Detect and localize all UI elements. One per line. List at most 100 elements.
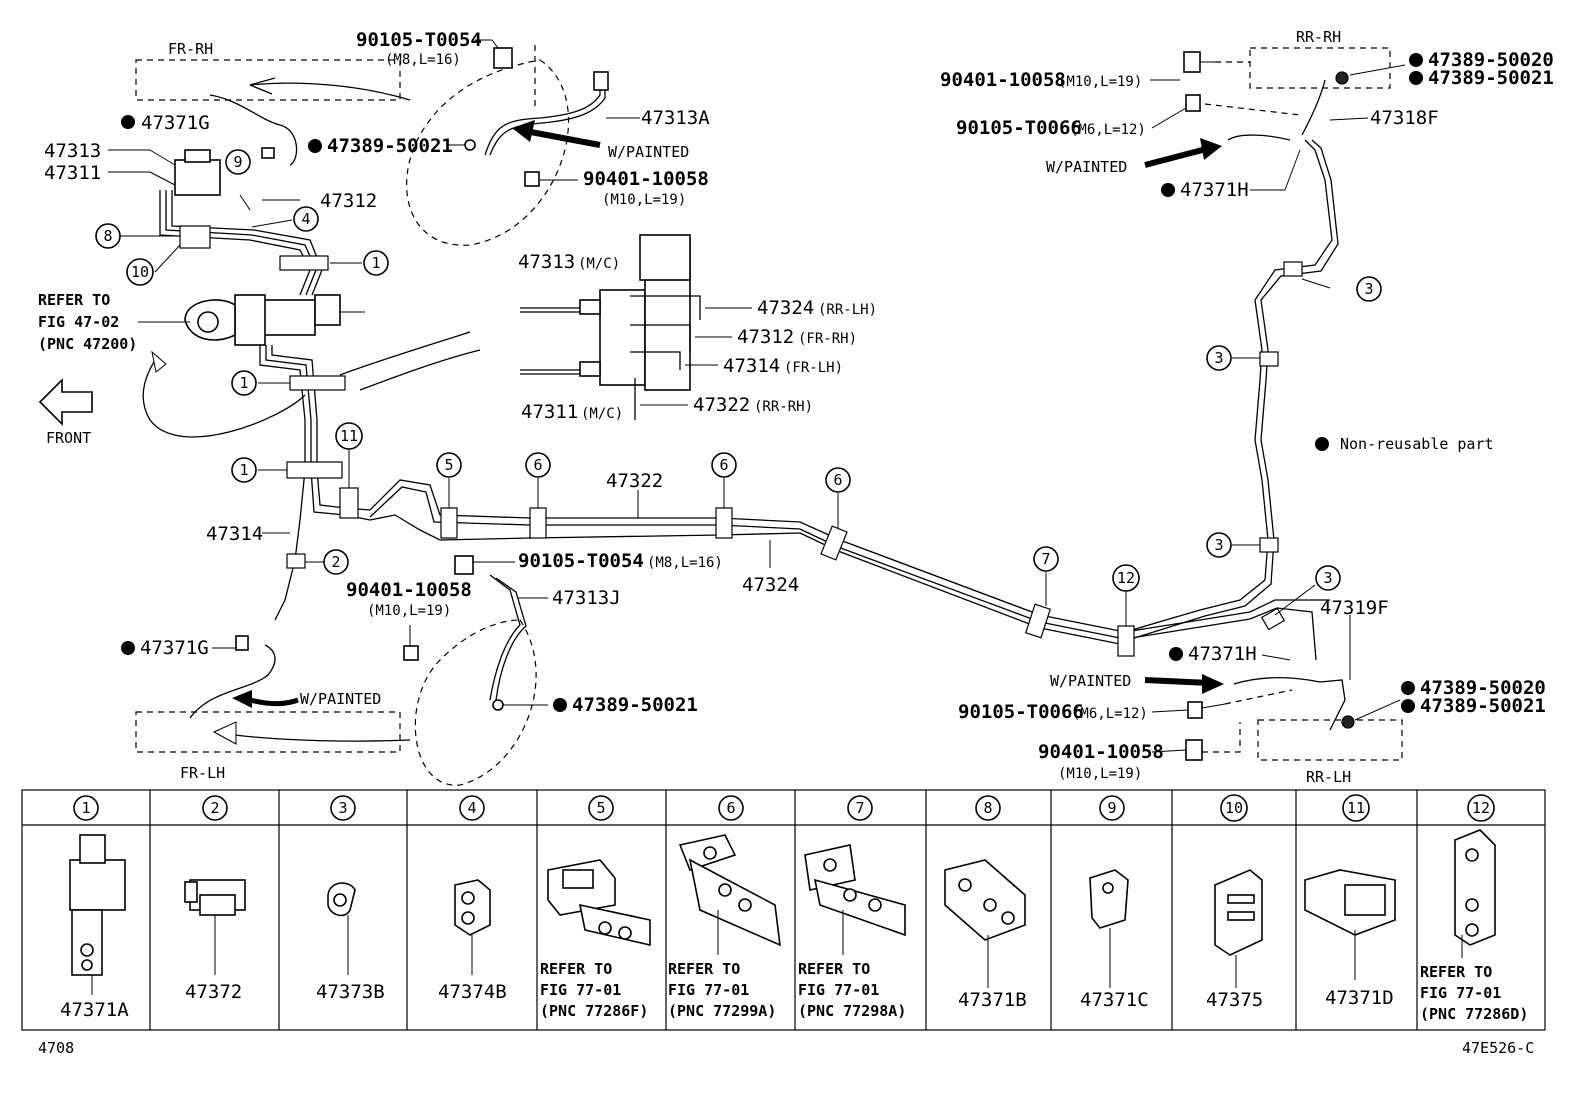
circle-num-10: 10 <box>126 258 154 286</box>
label-47314-frlh: 47314 <box>723 355 780 377</box>
circled-numbers: 1 1 1 2 3 3 3 3 4 5 6 6 6 7 8 9 10 11 12 <box>95 149 1382 592</box>
label-47389-50021-mid: 47389-50021 <box>572 694 698 716</box>
label-47311: 47311 <box>44 162 101 184</box>
svg-text:8: 8 <box>983 799 992 817</box>
circle-num-4: 4 <box>293 206 319 232</box>
label-w-painted-bot: W/PAINTED <box>300 690 381 708</box>
label-m8-l16-top: (M8,L=16) <box>385 52 461 68</box>
label-47318f: 47318F <box>1370 107 1439 129</box>
circle-num-7: 7 <box>1033 546 1059 572</box>
clip-77286d-icon <box>1454 829 1496 958</box>
circle-num-1c: 1 <box>231 457 257 483</box>
label-w-painted-rl: W/PAINTED <box>1050 672 1131 690</box>
circle-num-8: 8 <box>95 223 121 249</box>
table-part-47371a: 47371A <box>60 999 129 1021</box>
label-m6-l12-rl: (M6,L=12) <box>1072 706 1148 722</box>
circle-num-1b: 1 <box>231 370 257 396</box>
table-header-6: 6 <box>718 795 744 821</box>
circle-num-3d: 3 <box>1315 565 1341 591</box>
label-m8-l16-mid: (M8,L=16) <box>647 555 723 571</box>
label-47371g-bot: 47371G <box>140 637 209 659</box>
svg-text:3: 3 <box>338 799 347 817</box>
fr-lh-label: FR-LH <box>180 764 225 782</box>
table-part-47372: 47372 <box>185 981 242 1003</box>
label-47389-50020-rl: 47389-50020 <box>1420 677 1546 699</box>
label-90401-10058-top: 90401-10058 <box>583 168 709 190</box>
table-header-2: 2 <box>202 795 228 821</box>
svg-text:6: 6 <box>719 456 728 474</box>
rr-lh-label: RR-LH <box>1306 768 1351 786</box>
label-90105-t0054-mid: 90105-T0054 <box>518 550 644 572</box>
table-part-47371b: 47371B <box>958 989 1027 1011</box>
label-47313j: 47313J <box>552 587 621 609</box>
svg-text:6: 6 <box>533 456 542 474</box>
svg-text:1: 1 <box>239 461 248 479</box>
label-m6-l12-rr: (M6,L=12) <box>1070 122 1146 138</box>
rr-rh-region: RR-RH Non-reusable part <box>1144 28 1494 453</box>
circle-num-3c: 3 <box>1206 532 1232 558</box>
svg-text:5: 5 <box>444 456 453 474</box>
label-47371h-rl: 47371H <box>1188 643 1257 665</box>
table-ref-77286f-line2: FIG 77-01 <box>540 981 621 999</box>
label-47322: 47322 <box>606 470 663 492</box>
svg-text:7: 7 <box>855 799 864 817</box>
clip-47375-icon <box>1214 869 1263 988</box>
label-90401-10058-rr: 90401-10058 <box>940 69 1066 91</box>
label-mc-1: (M/C) <box>578 256 620 272</box>
circle-num-6c: 6 <box>825 467 851 493</box>
label-rr-rh-note: (RR-RH) <box>754 399 813 415</box>
label-mc-2: (M/C) <box>581 406 623 422</box>
svg-text:8: 8 <box>103 227 112 245</box>
circle-num-6a: 6 <box>525 452 551 478</box>
svg-text:6: 6 <box>726 799 735 817</box>
table-ref-77298a-line2: FIG 77-01 <box>798 981 879 999</box>
svg-text:6: 6 <box>833 471 842 489</box>
label-m10-l19-mid: (M10,L=19) <box>367 603 451 619</box>
svg-text:2: 2 <box>210 799 219 817</box>
callout-labels: 90105-T0054 (M8,L=16) 47313A W/PAINTED 9… <box>38 29 1554 782</box>
table-header-10: 10 <box>1220 794 1248 822</box>
clip-77298a-icon <box>804 844 906 955</box>
circle-num-12: 12 <box>1112 564 1140 592</box>
label-fr-rh-note: (FR-RH) <box>798 331 857 347</box>
circle-num-9: 9 <box>225 149 251 175</box>
svg-text:3: 3 <box>1214 349 1223 367</box>
refer-fig-47-02-line3: (PNC 47200) <box>38 335 137 353</box>
svg-text:10: 10 <box>131 263 149 281</box>
label-m10-l19-rr: (M10,L=19) <box>1058 74 1142 90</box>
table-part-47375: 47375 <box>1206 989 1263 1011</box>
svg-text:1: 1 <box>371 254 380 272</box>
label-90105-t0066-rr: 90105-T0066 <box>956 117 1082 139</box>
clip-77286f-icon <box>547 859 651 947</box>
svg-text:12: 12 <box>1117 569 1135 587</box>
rr-rh-label: RR-RH <box>1296 28 1341 46</box>
table-ref-77299a-line3: (PNC 77299A) <box>668 1002 776 1020</box>
label-90401-10058-mid: 90401-10058 <box>346 579 472 601</box>
label-47371g-top: 47371G <box>141 112 210 134</box>
fr-rh-label: FR-RH <box>168 40 213 58</box>
table-ref-77299a-line1: REFER TO <box>668 960 740 978</box>
svg-text:11: 11 <box>340 427 358 445</box>
svg-text:1: 1 <box>239 374 248 392</box>
label-fr-lh-note: (FR-LH) <box>784 360 843 376</box>
label-47312: 47312 <box>320 190 377 212</box>
svg-text:4: 4 <box>467 799 476 817</box>
label-w-painted-rr: W/PAINTED <box>1046 158 1127 176</box>
table-ref-77298a-line3: (PNC 77298A) <box>798 1002 906 1020</box>
label-47389-50021-rr: 47389-50021 <box>1428 67 1554 89</box>
label-47314: 47314 <box>206 523 263 545</box>
table-header-12: 12 <box>1467 794 1495 822</box>
master-cylinder-region: FRONT <box>38 149 481 621</box>
label-47322-rrrh: 47322 <box>693 394 750 416</box>
circle-num-6b: 6 <box>711 452 737 478</box>
table-header-8: 8 <box>975 795 1001 821</box>
label-47389-50021-top: 47389-50021 <box>327 135 453 157</box>
clip-47371a-icon <box>69 834 126 995</box>
non-reusable-note: Non-reusable part <box>1340 435 1494 453</box>
svg-text:4: 4 <box>301 210 310 228</box>
refer-fig-47-02-line2: FIG 47-02 <box>38 313 119 331</box>
clip-47371b-icon <box>944 859 1026 988</box>
label-rr-lh-note: (RR-LH) <box>818 302 877 318</box>
label-47313: 47313 <box>44 140 101 162</box>
